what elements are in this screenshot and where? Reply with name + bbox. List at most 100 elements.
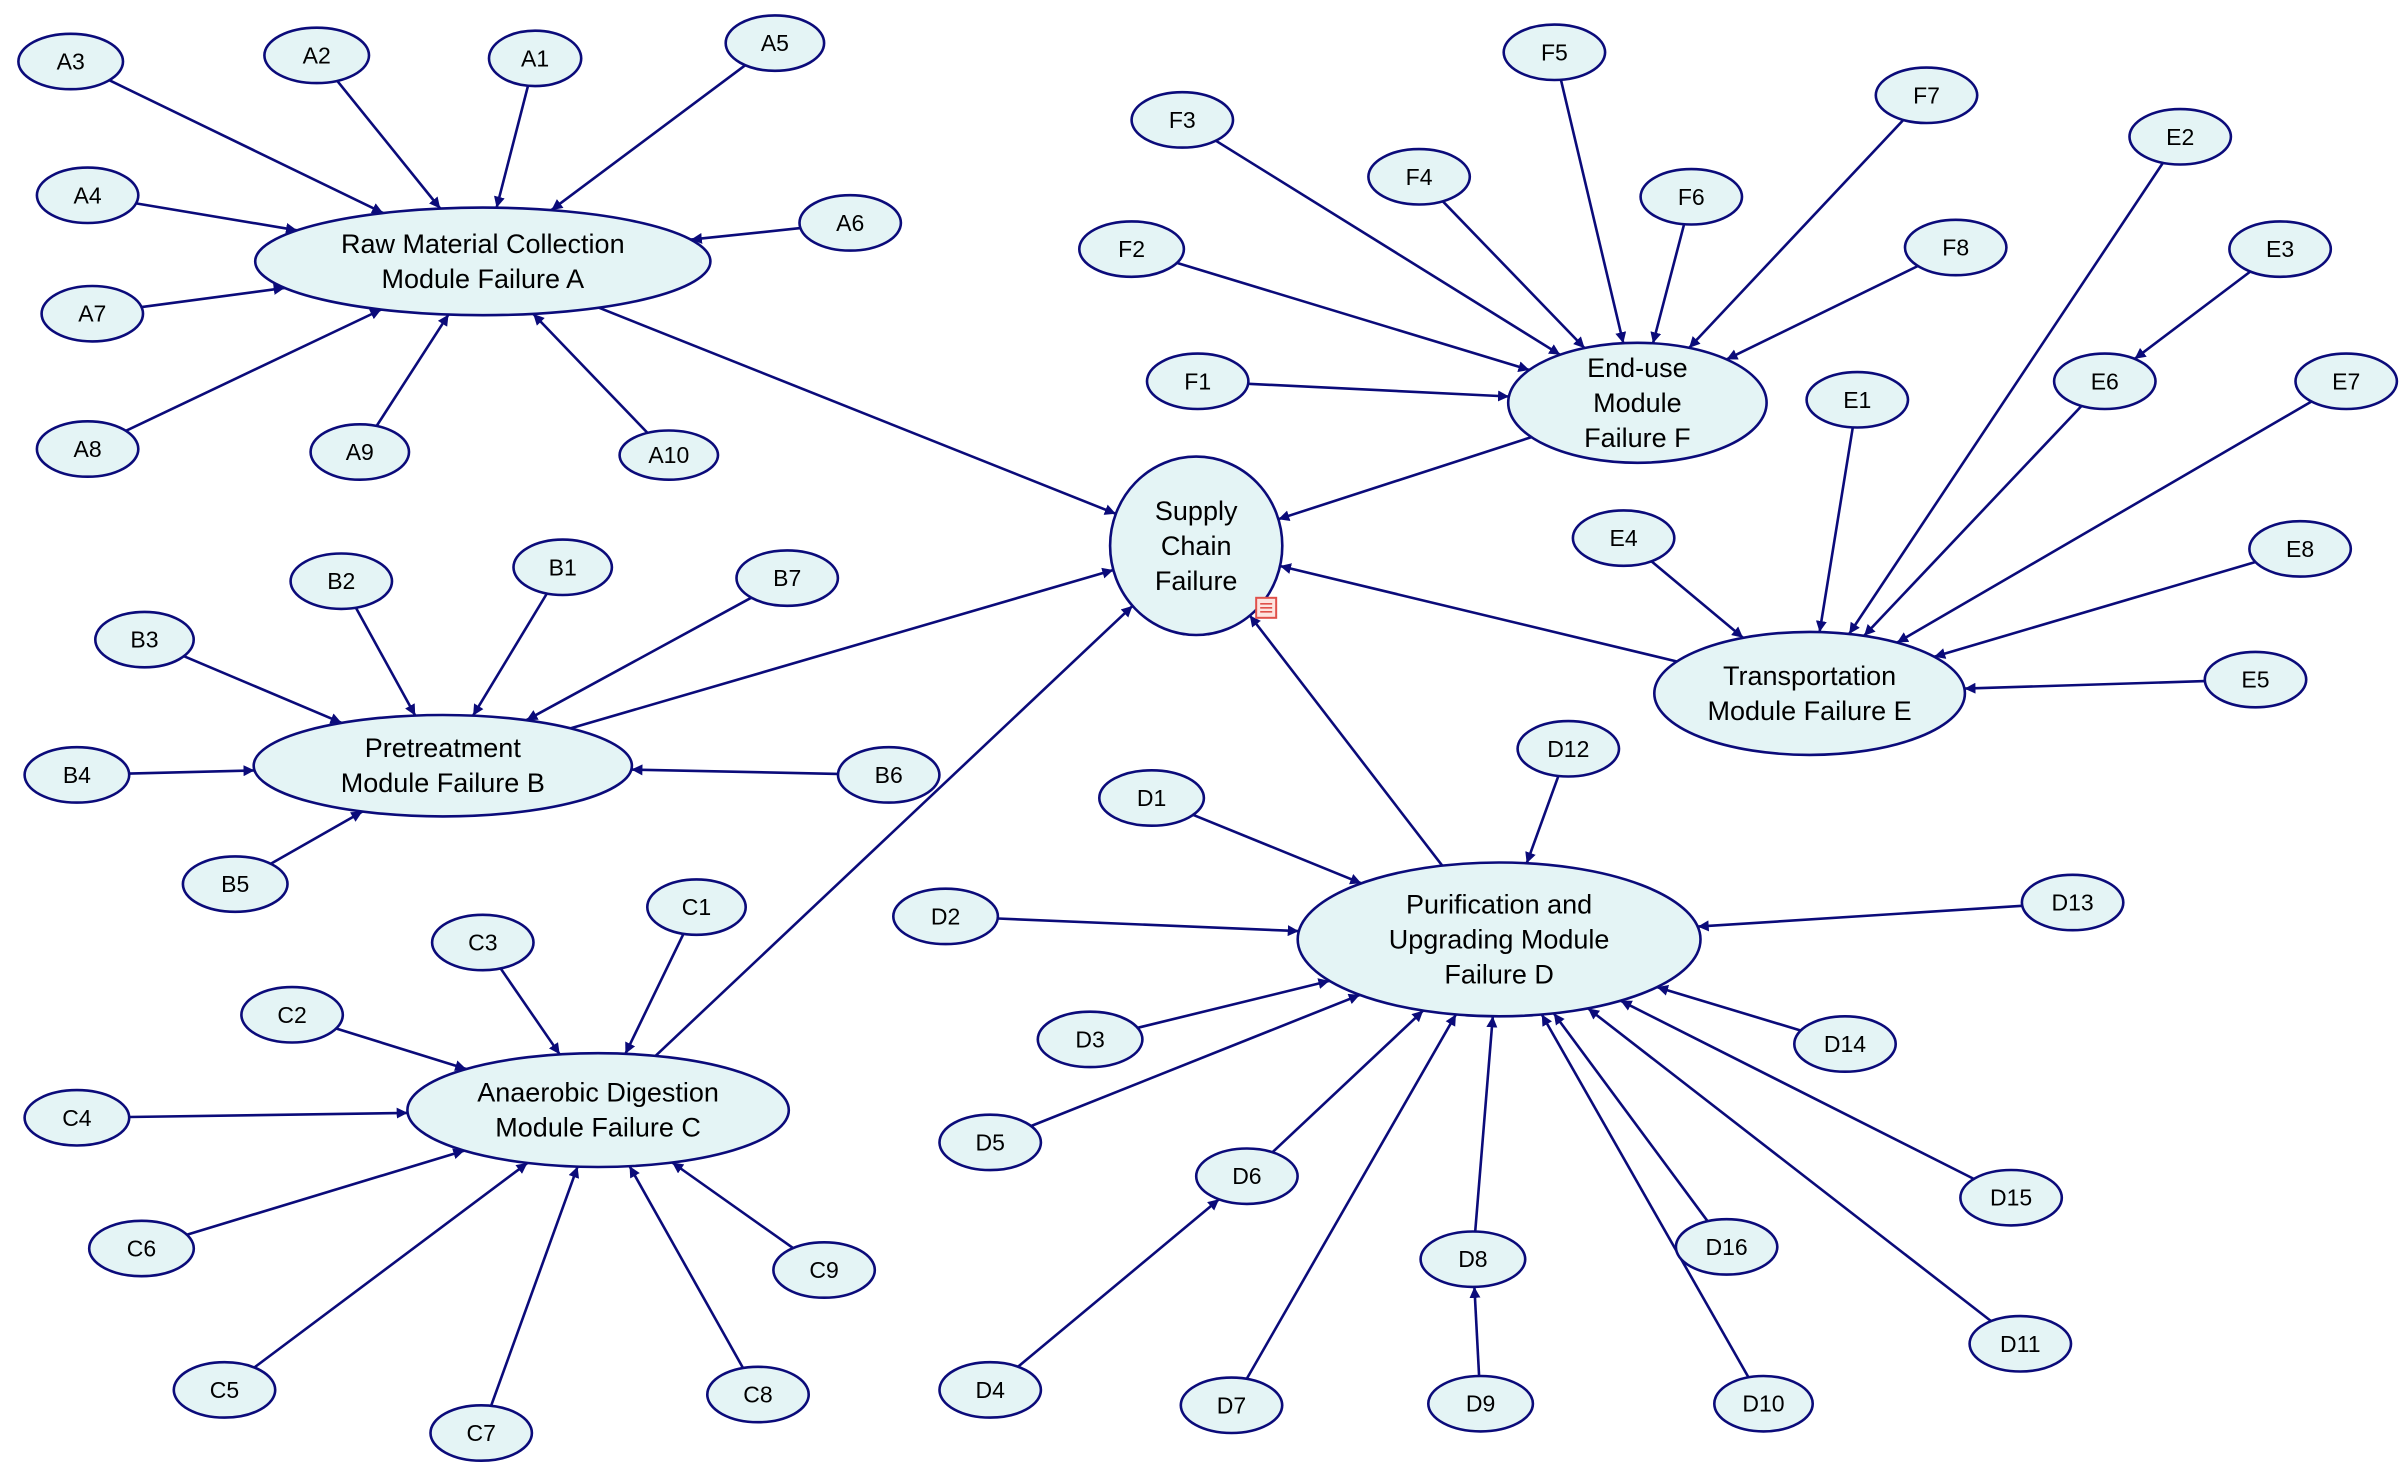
node-label-d8: D8 [1458, 1246, 1487, 1272]
edge-f5-to-mf [1559, 79, 1627, 344]
node-a10: A10 [618, 429, 720, 482]
node-f2: F2 [1077, 220, 1186, 279]
node-label-a1: A1 [521, 45, 549, 71]
node-label-e5: E5 [2241, 667, 2269, 693]
node-ellipse-f2 [1077, 220, 1186, 279]
node-ellipse-d2 [891, 887, 1000, 946]
node-label-d5: D5 [975, 1129, 1004, 1155]
node-b2: B2 [289, 552, 394, 611]
node-ellipse-mf [1506, 341, 1768, 465]
edge-d8-to-md [1473, 1016, 1498, 1232]
node-label-mf-line-1: End-use [1587, 353, 1688, 383]
node-c9: C9 [772, 1241, 877, 1300]
node-label-b5: B5 [221, 871, 249, 897]
node-ellipse-mb [252, 713, 634, 818]
node-c1: C1 [645, 878, 747, 937]
edge-ma-to-sc [598, 306, 1117, 516]
node-label-md-line-2: Upgrading Module [1389, 924, 1610, 954]
node-ellipse-d6 [1194, 1147, 1299, 1206]
node-label-f4: F4 [1406, 164, 1433, 190]
edge-me-to-sc [1279, 563, 1678, 663]
node-ellipse-c3 [430, 913, 535, 972]
node-f7: F7 [1874, 66, 1979, 125]
node-ellipse-e4 [1571, 509, 1676, 568]
node-label-e2: E2 [2166, 124, 2194, 150]
edge-e3-to-e6 [2133, 270, 2252, 360]
node-e3: E3 [2228, 220, 2333, 279]
node-d16: D16 [1674, 1217, 1779, 1276]
node-label-d2: D2 [931, 903, 960, 929]
edge-b2-to-mb [354, 607, 417, 717]
node-a3: A3 [17, 32, 125, 91]
node-a2: A2 [263, 26, 371, 85]
node-d4: D4 [938, 1360, 1043, 1419]
node-ellipse-d12 [1516, 719, 1621, 778]
node-label-e6: E6 [2091, 368, 2119, 394]
edge-a4-to-ma [135, 202, 298, 234]
node-label-a9: A9 [346, 439, 374, 465]
node-b7: B7 [735, 549, 840, 608]
node-b3: B3 [94, 610, 196, 669]
node-ellipse-a6 [798, 193, 903, 252]
edge-c2-to-mc [335, 1027, 467, 1071]
node-c6: C6 [87, 1219, 196, 1278]
edge-d2-to-md [997, 917, 1299, 937]
node-label-a2: A2 [303, 42, 331, 68]
node-e6: E6 [2052, 352, 2157, 411]
node-ellipse-a2 [263, 26, 371, 85]
node-label-me-line-2: Module Failure E [1708, 696, 1912, 726]
edge-c3-to-mc [499, 967, 561, 1056]
node-label-md-line-1: Purification and [1406, 889, 1592, 919]
edge-d12-to-md [1525, 775, 1560, 864]
edge-d14-to-md [1656, 985, 1801, 1032]
node-ellipse-d10 [1713, 1374, 1815, 1433]
node-a8: A8 [35, 419, 140, 478]
node-ellipse-a1 [487, 29, 583, 88]
edge-a3-to-ma [108, 79, 384, 215]
node-a5: A5 [724, 14, 826, 73]
edge-a9-to-ma [375, 313, 450, 427]
node-e4: E4 [1571, 509, 1676, 568]
node-ellipse-b6 [836, 745, 941, 804]
node-ellipse-b5 [181, 855, 289, 914]
node-ellipse-a9 [309, 422, 411, 481]
node-ellipse-mc [406, 1051, 791, 1169]
node-d3: D3 [1036, 1010, 1144, 1069]
node-label-e3: E3 [2266, 236, 2294, 262]
node-ellipse-d9 [1426, 1374, 1535, 1433]
node-label-a8: A8 [74, 436, 102, 462]
node-label-mc-line-2: Module Failure C [495, 1113, 701, 1143]
node-f5: F5 [1502, 23, 1607, 82]
node-ellipse-e1 [1805, 370, 1910, 429]
node-label-a5: A5 [761, 30, 789, 56]
edge-a6-to-ma [690, 226, 801, 244]
edge-d4-to-d6 [1017, 1198, 1220, 1368]
root-marker-layer [1255, 596, 1278, 619]
node-ellipse-b7 [735, 549, 840, 608]
edge-a1-to-ma [494, 85, 530, 209]
node-c2: C2 [240, 985, 345, 1044]
node-d11: D11 [1968, 1314, 2073, 1373]
edge-a10-to-ma [532, 312, 649, 434]
node-ellipse-ma [253, 206, 712, 317]
node-ellipse-c5 [172, 1360, 277, 1419]
node-ellipse-f8 [1903, 218, 2008, 277]
edge-d15-to-md [1620, 999, 1975, 1181]
node-label-d12: D12 [1547, 736, 1589, 762]
node-label-a7: A7 [78, 301, 106, 327]
node-label-sc-line-1: Supply [1155, 496, 1238, 526]
node-e2: E2 [2128, 107, 2233, 166]
edge-d9-to-d8 [1469, 1286, 1481, 1377]
node-c5: C5 [172, 1360, 277, 1419]
node-label-sc-line-2: Chain [1161, 531, 1232, 561]
node-label-c4: C4 [62, 1105, 92, 1131]
edge-e1-to-me [1815, 427, 1855, 633]
node-e8: E8 [2248, 519, 2353, 578]
node-label-a4: A4 [74, 182, 102, 208]
node-ellipse-d15 [1959, 1168, 2064, 1227]
node-c4: C4 [23, 1088, 131, 1147]
